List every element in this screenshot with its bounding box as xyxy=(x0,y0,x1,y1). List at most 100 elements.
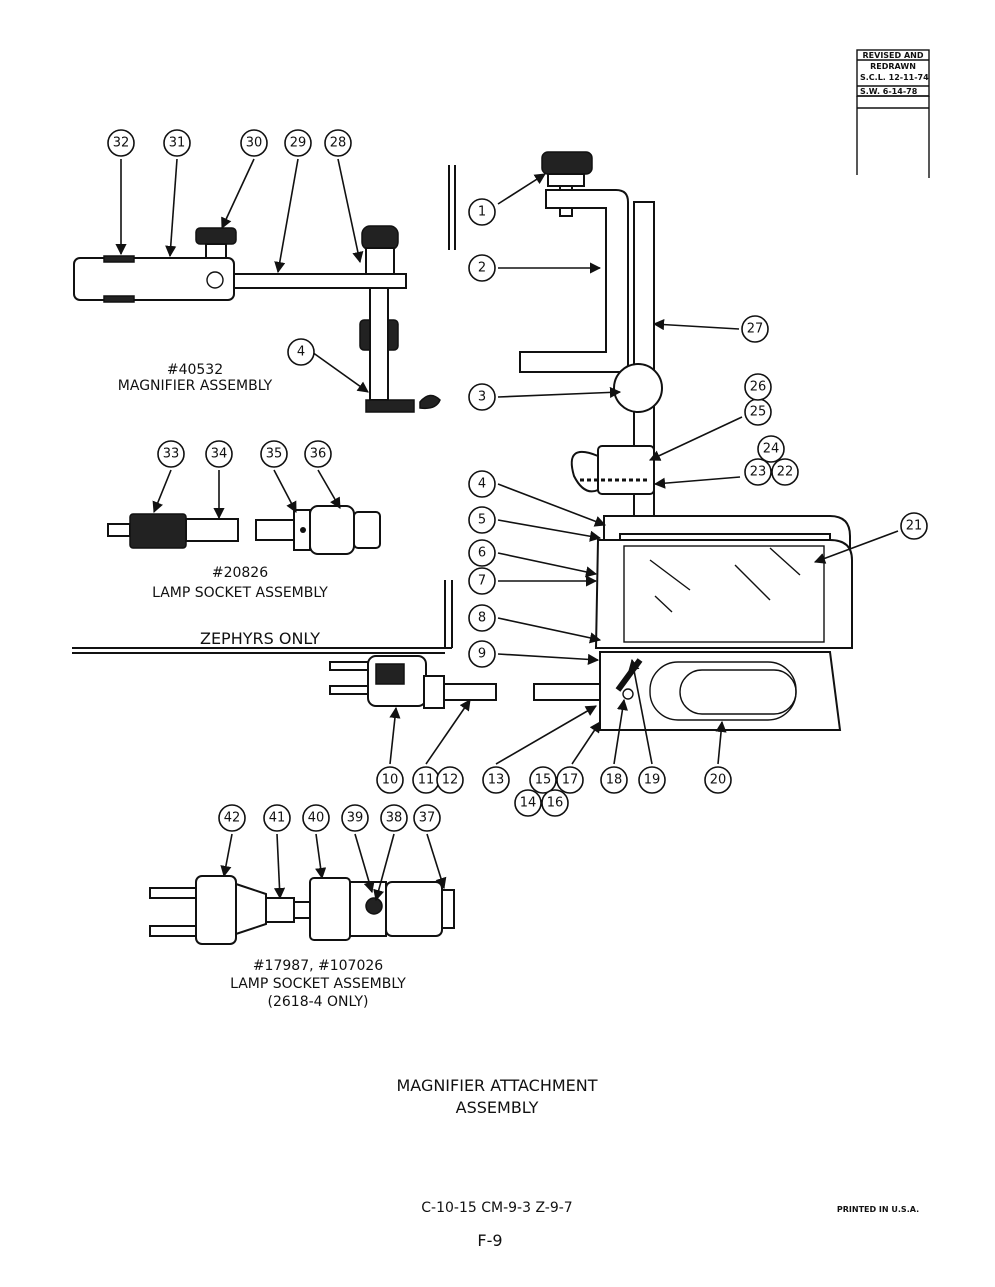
revision-line-1: REVISED AND xyxy=(863,51,924,60)
callout-number: 17 xyxy=(562,773,579,788)
drawing-title-line-2: ASSEMBLY xyxy=(456,1098,539,1117)
callout-number: 31 xyxy=(169,136,186,151)
revision-box: REVISED AND REDRAWN S.C.L. 12-11-74 S.W.… xyxy=(856,49,930,178)
callout-number: 4 xyxy=(478,477,486,492)
leader-line-35 xyxy=(273,469,297,513)
leader-line-37 xyxy=(426,833,447,890)
callout-number: 5 xyxy=(478,513,486,528)
callout-2: 2 xyxy=(468,254,496,282)
callout-number: 11 xyxy=(418,773,435,788)
callout-36: 36 xyxy=(304,440,332,468)
revision-line-3: S.C.L. 12-11-74 xyxy=(860,73,929,82)
callout-number: 28 xyxy=(330,136,347,151)
callout-number: 22 xyxy=(777,465,794,480)
callout-number: 26 xyxy=(750,380,767,395)
callout-38: 38 xyxy=(380,804,408,832)
callout-number: 40 xyxy=(308,811,325,826)
callout-number: 37 xyxy=(419,811,436,826)
callout-number: 41 xyxy=(269,811,286,826)
callout-18: 18 xyxy=(600,766,628,794)
leader-line-17 xyxy=(571,721,601,765)
callout-11: 11 xyxy=(412,766,440,794)
callout-number: 8 xyxy=(478,611,486,626)
callout-1: 1 xyxy=(468,198,496,226)
section-dividers xyxy=(72,165,456,654)
leader-line-31 xyxy=(165,158,178,258)
callout-31: 31 xyxy=(163,129,191,157)
callout-37: 37 xyxy=(413,804,441,832)
lamp-socket-b-ref: #17987, #107026 xyxy=(253,958,383,974)
callout-22: 22 xyxy=(771,458,799,486)
magnifier-assembly-drawing xyxy=(73,225,441,413)
callout-number: 7 xyxy=(478,574,486,589)
leader-line-1 xyxy=(497,173,546,205)
callout-30: 30 xyxy=(240,129,268,157)
callout-number: 2 xyxy=(478,261,486,276)
leader-line-6 xyxy=(497,552,598,578)
page-number: F-9 xyxy=(477,1231,502,1250)
leader-line-41 xyxy=(273,833,286,900)
callout-15: 15 xyxy=(529,766,557,794)
callout-number: 35 xyxy=(266,447,283,462)
leader-line-4 xyxy=(311,351,369,393)
callout-number: 25 xyxy=(750,405,767,420)
callout-number: 30 xyxy=(246,136,263,151)
callout-number: 34 xyxy=(211,447,228,462)
lamp-socket-b-note: (2618-4 ONLY) xyxy=(268,994,369,1010)
callout-4-magnifier: 4 xyxy=(287,338,315,366)
callout-number: 16 xyxy=(547,796,564,811)
callout-32: 32 xyxy=(107,129,135,157)
leader-line-5 xyxy=(497,519,602,542)
revision-line-4: S.W. 6-14-78 xyxy=(860,87,918,96)
callout-14: 14 xyxy=(514,789,542,817)
callout-5: 5 xyxy=(468,506,496,534)
callout-8: 8 xyxy=(468,604,496,632)
leader-line-40 xyxy=(315,833,327,880)
main-attachment-drawing xyxy=(329,151,853,731)
callout-19: 19 xyxy=(638,766,666,794)
callout-number: 21 xyxy=(906,519,923,534)
callout-number: 42 xyxy=(224,811,241,826)
callout-number: 33 xyxy=(163,447,180,462)
callout-25: 25 xyxy=(744,398,772,426)
leader-line-8 xyxy=(497,617,602,644)
callout-number: 38 xyxy=(386,811,403,826)
callout-number: 1 xyxy=(478,205,486,220)
callout-number: 6 xyxy=(478,546,486,561)
callout-35: 35 xyxy=(260,440,288,468)
callout-number: 4 xyxy=(297,345,305,360)
callout-number: 13 xyxy=(488,773,505,788)
footer-codes: C-10-15 CM-9-3 Z-9-7 xyxy=(421,1200,572,1216)
callout-number: 3 xyxy=(478,390,486,405)
callout-23: 23 xyxy=(744,458,772,486)
leader-lines xyxy=(115,158,899,902)
leader-line-25 xyxy=(648,416,743,461)
callout-39: 39 xyxy=(341,804,369,832)
callout-number: 19 xyxy=(644,773,661,788)
leader-line-30 xyxy=(221,158,255,230)
callout-9: 9 xyxy=(468,640,496,668)
leader-line-9 xyxy=(497,653,600,665)
callout-10: 10 xyxy=(376,766,404,794)
callout-16: 16 xyxy=(541,789,569,817)
callout-number: 32 xyxy=(113,136,130,151)
callout-number: 15 xyxy=(535,773,552,788)
leader-line-10 xyxy=(389,706,401,765)
callout-number: 29 xyxy=(290,136,307,151)
callout-number: 18 xyxy=(606,773,623,788)
leader-line-19 xyxy=(628,658,653,765)
callout-number: 10 xyxy=(382,773,399,788)
callout-20: 20 xyxy=(704,766,732,794)
callout-41: 41 xyxy=(263,804,291,832)
callout-40: 40 xyxy=(302,804,330,832)
callout-6: 6 xyxy=(468,539,496,567)
callout-21: 21 xyxy=(900,512,928,540)
magnifier-assembly-ref: #40532 xyxy=(167,362,223,378)
callout-number: 27 xyxy=(747,322,764,337)
callout-27: 27 xyxy=(741,315,769,343)
lamp-socket-b-name: LAMP SOCKET ASSEMBLY xyxy=(230,976,406,992)
lamp-socket-a-name: LAMP SOCKET ASSEMBLY xyxy=(152,585,328,601)
leader-line-28 xyxy=(337,158,364,264)
